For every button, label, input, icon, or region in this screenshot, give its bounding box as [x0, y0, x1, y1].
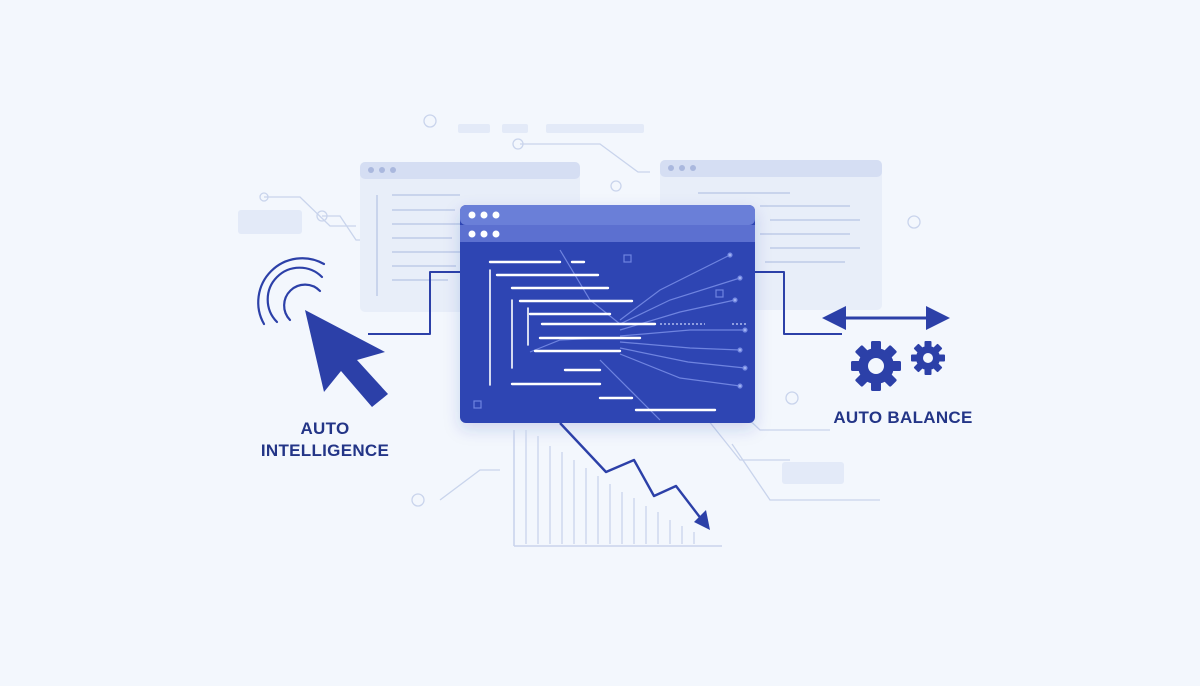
downtrend-arrow-icon	[559, 422, 710, 530]
auto-intelligence-label: AUTO INTELLIGENCE	[248, 418, 402, 462]
connector-lines	[368, 271, 842, 335]
main-panel-window-dots	[468, 211, 500, 238]
downtrend-bars	[513, 430, 722, 547]
double-arrow-icon	[822, 306, 950, 330]
pointer-arrow-icon	[305, 310, 388, 407]
background-bars	[238, 124, 844, 484]
auto-intelligence-line1: AUTO	[300, 419, 350, 438]
auto-balance-label: AUTO BALANCE	[833, 408, 973, 427]
auto-intelligence-line2: INTELLIGENCE	[260, 441, 390, 460]
signal-waves-icon	[257, 257, 326, 326]
gears-icon	[851, 341, 945, 391]
main-panel-code-lines	[488, 260, 717, 412]
